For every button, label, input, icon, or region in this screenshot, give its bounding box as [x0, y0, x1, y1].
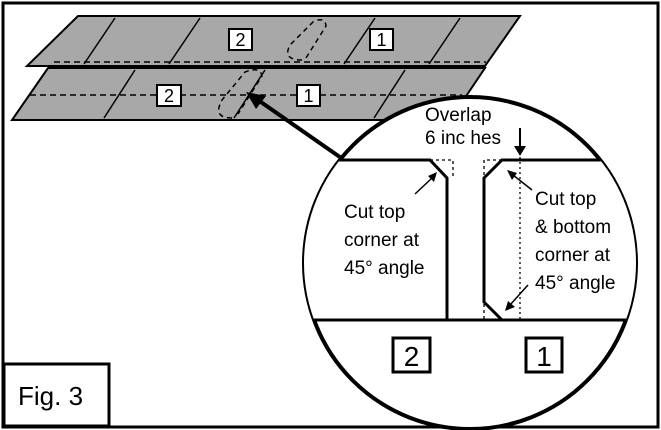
right-note-line3: corner at [535, 245, 611, 266]
right-note-line4: 45° angle [535, 273, 616, 294]
lower-right-number: 1 [303, 86, 313, 106]
upper-left-number-box [228, 28, 253, 51]
overlap-label-line1: Overlap [425, 105, 492, 126]
upper-left-number: 2 [235, 30, 245, 50]
right-note-bottom-arrow [505, 284, 529, 311]
upper-right-number: 1 [376, 30, 386, 50]
upper-strip-tabs [83, 17, 461, 65]
lower-right-number-box [296, 84, 321, 107]
panel-left-number: 2 [404, 341, 420, 372]
left-note: Cut top corner at 45° angle [344, 202, 425, 279]
figure-caption: Fig. 3 [18, 381, 83, 411]
upper-right-number-box [369, 28, 394, 51]
left-note-line1: Cut top [344, 202, 405, 223]
left-note-arrow [414, 172, 437, 195]
right-note-line2: & bottom [535, 217, 611, 238]
panel-right-number-box [524, 336, 564, 374]
left-note-line3: 45° angle [344, 258, 425, 279]
right-note-line1: Cut top [535, 189, 596, 210]
caption-box [2, 362, 111, 428]
right-note-top-arrow [507, 170, 533, 191]
right-cut-dashed [483, 159, 502, 321]
pointer-arrow [246, 92, 349, 164]
upper-strip [24, 15, 522, 67]
lower-left-number: 2 [164, 86, 174, 106]
panel-left-number-box [391, 336, 432, 374]
lower-overlap-outline [217, 69, 263, 119]
left-cut-dashed [430, 159, 454, 178]
zoom-circle: Overlap 6 inc hes Cut top corner at 45° … [302, 95, 638, 430]
overlap-arrow [514, 128, 526, 156]
panel-right-number: 1 [536, 341, 552, 372]
right-note: Cut top & bottom corner at 45° angle [535, 189, 616, 294]
lower-left-number-box [156, 84, 182, 107]
left-note-line2: corner at [344, 230, 420, 251]
overlap-label-line2: 6 inc hes [425, 128, 501, 149]
upper-overlap-outline [287, 19, 327, 61]
